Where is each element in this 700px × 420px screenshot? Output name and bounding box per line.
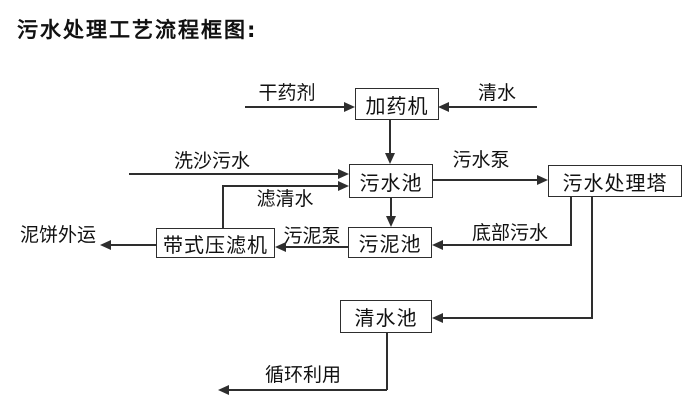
recycle-arrowhead — [218, 385, 229, 395]
recycle-vline — [386, 333, 388, 390]
sewage-pump-arrowhead — [537, 175, 548, 185]
tower-to-clean-hline — [443, 317, 593, 319]
sludge-pump-line — [286, 246, 348, 248]
clean-water-line — [449, 106, 537, 108]
label-sludge-pump: 污泥泵 — [283, 225, 341, 247]
sewage-to-sludge-arrowhead — [386, 216, 396, 227]
tower-to-clean-arrowhead — [432, 313, 443, 323]
sewage-to-sludge-line — [390, 198, 392, 216]
clean-water-arrowhead — [438, 102, 449, 112]
node-belt-filter-press: 带式压滤机 — [156, 228, 275, 258]
label-mud-cake-outbound: 泥饼外运 — [19, 224, 97, 246]
node-clean-water-pool: 清水池 — [340, 300, 432, 333]
bottom-sewage-arrowhead — [432, 240, 443, 250]
label-recycle-use: 循环利用 — [264, 364, 342, 386]
node-sewage-pool: 污水池 — [349, 164, 433, 198]
recycle-hline — [229, 389, 387, 391]
filtered-water-hline — [222, 185, 338, 187]
label-sewage-pump: 污水泵 — [452, 149, 510, 171]
node-sludge-pool: 污泥池 — [348, 227, 432, 258]
label-filtered-water: 滤清水 — [256, 188, 314, 210]
sand-wash-line — [129, 173, 338, 175]
dry-agent-line — [245, 106, 344, 108]
sand-wash-arrowhead — [338, 169, 349, 179]
node-treatment-tower: 污水处理塔 — [548, 165, 682, 197]
sewage-pump-line — [433, 179, 537, 181]
filtered-water-vline — [222, 185, 224, 228]
page-title: 污水处理工艺流程框图: — [17, 18, 258, 42]
dry-agent-arrowhead — [344, 102, 355, 112]
mud-cake-arrowhead — [100, 240, 111, 250]
label-sand-wash-sewage: 洗沙污水 — [173, 150, 251, 172]
label-dry-agent: 干药剂 — [258, 82, 316, 104]
mud-cake-line — [111, 244, 156, 246]
label-bottom-sewage: 底部污水 — [471, 222, 549, 244]
sludge-pump-arrowhead — [275, 242, 286, 252]
tower-to-clean-vline — [591, 197, 593, 318]
filtered-water-arrowhead — [338, 181, 349, 191]
label-clean-water: 清水 — [477, 82, 517, 104]
bottom-sewage-vline — [570, 197, 572, 245]
dosing-to-sewage-line — [389, 120, 391, 153]
node-dosing-machine: 加药机 — [355, 88, 439, 120]
bottom-sewage-hline — [443, 244, 572, 246]
dosing-to-sewage-arrowhead — [385, 153, 395, 164]
